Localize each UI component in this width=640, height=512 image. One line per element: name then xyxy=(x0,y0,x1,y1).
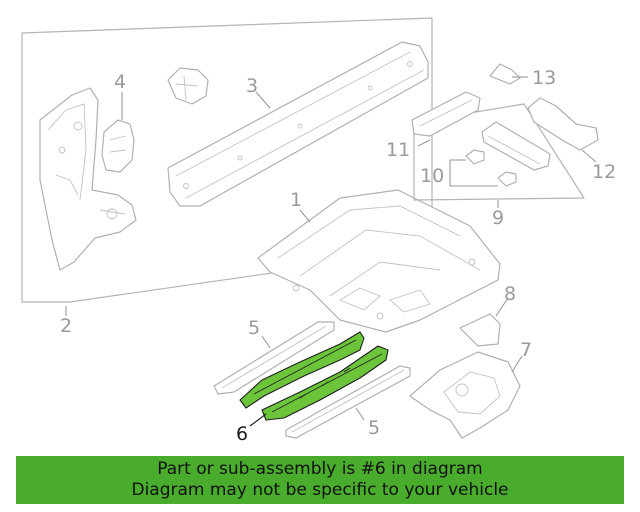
part-8-patch xyxy=(459,313,501,347)
callout-8: 8 xyxy=(504,283,516,305)
callout-5-upper: 5 xyxy=(248,317,260,339)
banner-line-1: Part or sub-assembly is #6 in diagram xyxy=(157,459,483,479)
part-12-bracket xyxy=(527,97,599,151)
part-5-upper-rocker xyxy=(213,321,335,395)
callout-12: 12 xyxy=(592,161,616,183)
callout-3: 3 xyxy=(246,75,258,97)
banner-line-2: Diagram may not be specific to your vehi… xyxy=(131,480,509,500)
callout-10: 10 xyxy=(420,165,444,187)
part-1-floor-pan xyxy=(257,189,501,333)
parts-diagram: 4 3 2 1 13 11 10 12 9 8 7 5 5 6 xyxy=(21,17,616,445)
callout-6: 6 xyxy=(236,423,248,445)
callout-7: 7 xyxy=(520,339,532,361)
callout-11: 11 xyxy=(386,139,410,161)
callout-2: 2 xyxy=(60,315,72,337)
part-info-banner: Part or sub-assembly is #6 in diagram Di… xyxy=(16,456,624,504)
callout-1: 1 xyxy=(290,189,302,211)
callout-9: 9 xyxy=(492,207,504,229)
part-9-group xyxy=(411,91,585,201)
part-13-clip xyxy=(489,63,521,85)
part-7-wheelhouse xyxy=(409,351,521,439)
callout-13: 13 xyxy=(532,67,556,89)
part-6-highlighted xyxy=(239,331,389,421)
part-2-side-panel-group xyxy=(21,17,433,303)
callout-4: 4 xyxy=(114,71,126,93)
callout-5-lower: 5 xyxy=(368,417,380,439)
